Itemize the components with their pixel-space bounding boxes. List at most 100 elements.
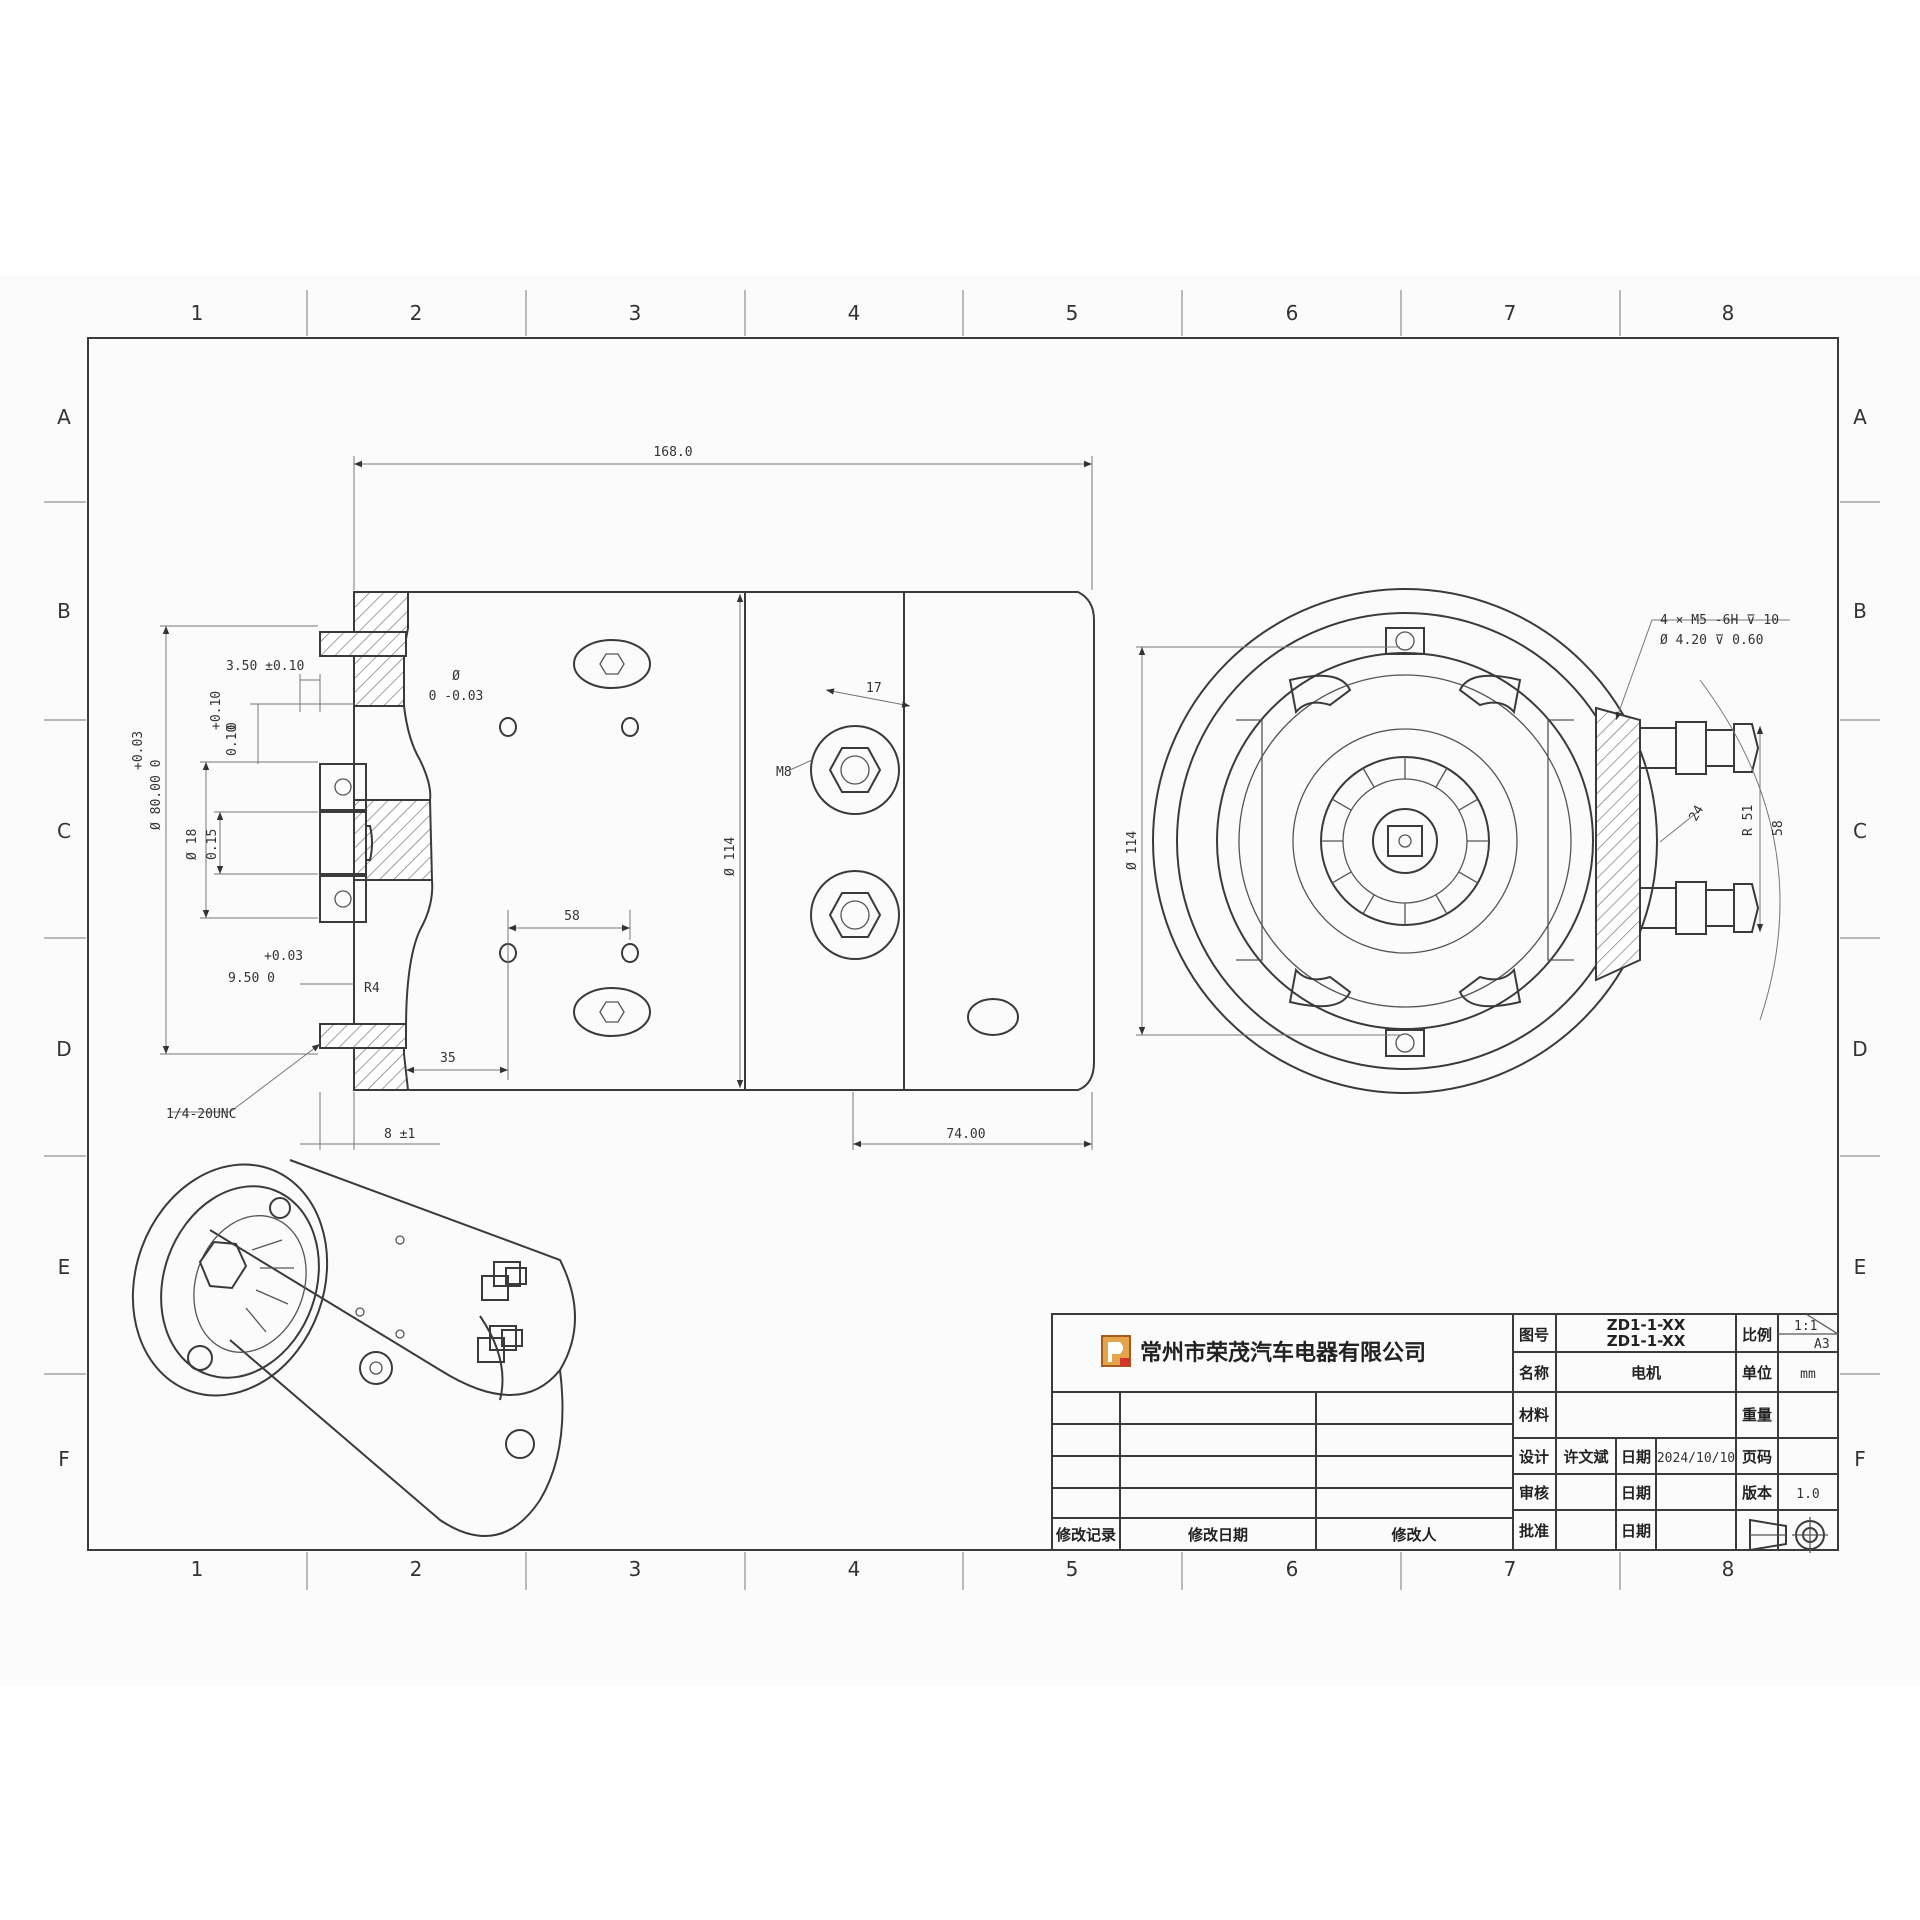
terminal-stud-top bbox=[840, 755, 870, 785]
iso-bolt-top bbox=[269, 1197, 291, 1219]
bearing-ball-bottom bbox=[334, 890, 352, 908]
iso-terminal-top bbox=[481, 1261, 527, 1301]
dim-term-angle-label: 24 bbox=[1686, 803, 1707, 824]
bolt-note-leader bbox=[1615, 619, 1790, 721]
zone-row-e-right: E bbox=[1854, 1255, 1867, 1279]
drawing-no-line2: ZD1-1-XX bbox=[1607, 1332, 1686, 1350]
dim-bore-tol-b: 0 bbox=[225, 722, 240, 730]
zone-row-f-right: F bbox=[1854, 1447, 1866, 1471]
drawing-frame bbox=[87, 337, 1839, 1551]
zone-col-6: 6 bbox=[1286, 301, 1299, 325]
end-cap bbox=[904, 591, 1095, 1091]
commutator-segments bbox=[1321, 757, 1489, 925]
body-bolt-head-top bbox=[573, 639, 651, 689]
dim-flange-tol: 0 -0.03 bbox=[429, 689, 484, 704]
dim-key-tol: +0.03 bbox=[264, 949, 303, 964]
dim-term-r-label: R 51 bbox=[1741, 805, 1756, 836]
zone-row-b: B bbox=[57, 599, 71, 623]
designer-name: 许文斌 bbox=[1563, 1448, 1608, 1466]
body-hole-2 bbox=[621, 717, 639, 737]
dim-offset-35-label: 35 bbox=[440, 1051, 456, 1066]
end-terminal-bottom bbox=[1639, 881, 1760, 935]
bolt-note-1: 4 × M5 -6H ⊽ 10 bbox=[1660, 613, 1779, 628]
review-date-label: 日期 bbox=[1621, 1484, 1651, 1502]
zone-row-c-right: C bbox=[1853, 819, 1867, 843]
side-view-dimensions: 168.0 +0.03 Ø 80.00 0 Ø 18 0.15 3.50 ±0.… bbox=[131, 445, 1093, 1150]
dim-term-pitch-label: 58 bbox=[1771, 820, 1786, 836]
brush-holder-br bbox=[1458, 967, 1522, 1008]
bearing-top bbox=[319, 763, 367, 811]
zone-col-4-bottom: 4 bbox=[848, 1557, 861, 1581]
zone-col-3: 3 bbox=[629, 301, 642, 325]
end-outer-ring bbox=[1152, 588, 1658, 1094]
iso-hole-large bbox=[359, 1351, 393, 1385]
commutator-outer bbox=[1292, 728, 1518, 954]
pilot-outline bbox=[319, 632, 355, 1048]
iso-end-hole bbox=[505, 1429, 535, 1459]
zone-row-f: F bbox=[58, 1447, 70, 1471]
reviewer-label: 审核 bbox=[1519, 1484, 1549, 1502]
terminal-label: M8 bbox=[776, 765, 792, 780]
brush-top bbox=[1385, 627, 1425, 655]
dim-flange-thickness-label: 8 ±1 bbox=[384, 1127, 415, 1142]
shaft-tip bbox=[366, 825, 373, 861]
dim-terminal-spacing-label: 17 bbox=[866, 681, 882, 696]
shaft-end bbox=[1372, 808, 1438, 874]
bolt-hole-top bbox=[1395, 631, 1415, 651]
dim-overall-length-label: 168.0 bbox=[653, 445, 692, 460]
page-label: 页码 bbox=[1742, 1448, 1772, 1466]
bolt-hole-bottom bbox=[1395, 1033, 1415, 1053]
sheet-size: A3 bbox=[1814, 1337, 1830, 1352]
bearing-ball-top bbox=[334, 778, 352, 796]
zone-col-8: 8 bbox=[1722, 301, 1735, 325]
zone-col-1: 1 bbox=[191, 301, 204, 325]
zone-col-5: 5 bbox=[1066, 301, 1079, 325]
bolt-note-2: Ø 4.20 ⊽ 0.60 bbox=[1660, 633, 1763, 648]
brush-slot-right bbox=[1547, 719, 1574, 961]
terminal-nut-top bbox=[828, 747, 882, 793]
iso-bolt-bottom bbox=[187, 1345, 213, 1371]
brush-bottom bbox=[1385, 1029, 1425, 1057]
dim-cap-length-label: 74.00 bbox=[946, 1127, 985, 1142]
flange-curve-top bbox=[403, 705, 432, 801]
company-name: 常州市荣茂汽车电器有限公司 bbox=[1140, 1340, 1426, 1366]
end-terminal-top bbox=[1639, 721, 1760, 775]
zone-row-d-right: D bbox=[1852, 1037, 1867, 1061]
zone-col-7: 7 bbox=[1504, 301, 1517, 325]
dim-term-angle bbox=[1659, 809, 1701, 843]
zone-col-6-bottom: 6 bbox=[1286, 1557, 1299, 1581]
iso-seam bbox=[479, 1315, 504, 1401]
shaft bbox=[319, 811, 367, 875]
hex-socket-top bbox=[599, 653, 625, 675]
shaft-center bbox=[1398, 834, 1412, 848]
hex-socket-bottom bbox=[599, 1001, 625, 1023]
weight-label: 重量 bbox=[1742, 1406, 1772, 1424]
terminal-block-section bbox=[1595, 706, 1641, 982]
terminal-stud-bottom bbox=[840, 900, 870, 930]
dim-flange-d: Ø bbox=[452, 669, 460, 684]
dim-end-diameter-label: Ø 114 bbox=[1125, 831, 1140, 870]
zone-col-4: 4 bbox=[848, 301, 861, 325]
zone-row-a-right: A bbox=[1853, 405, 1867, 429]
zone-col-5-bottom: 5 bbox=[1066, 1557, 1079, 1581]
zone-col-2: 2 bbox=[410, 301, 423, 325]
dim-shaft-dia-a: Ø 18 bbox=[185, 829, 200, 860]
bearing-bottom bbox=[319, 875, 367, 923]
dim-terminal-spacing bbox=[825, 688, 911, 708]
thread-leader bbox=[170, 1043, 321, 1113]
terminal-leader bbox=[789, 759, 813, 771]
terminal-boss-top bbox=[810, 725, 900, 815]
terminal-nut-bottom bbox=[828, 892, 882, 938]
dim-shaft-dia-b: 0.15 bbox=[205, 829, 220, 860]
scale-label: 比例 bbox=[1742, 1326, 1772, 1344]
scale-value: 1:1 bbox=[1794, 1319, 1817, 1334]
iso-body-bottom bbox=[229, 1339, 564, 1537]
brush-slot-left bbox=[1236, 719, 1263, 961]
shaft-flat bbox=[1387, 825, 1423, 857]
end-view bbox=[1152, 588, 1760, 1094]
zone-col-2-bottom: 2 bbox=[410, 1557, 423, 1581]
unit-value: mm bbox=[1800, 1367, 1816, 1382]
body-hole-4 bbox=[621, 943, 639, 963]
design-date: 2024/10/10 bbox=[1657, 1451, 1735, 1466]
